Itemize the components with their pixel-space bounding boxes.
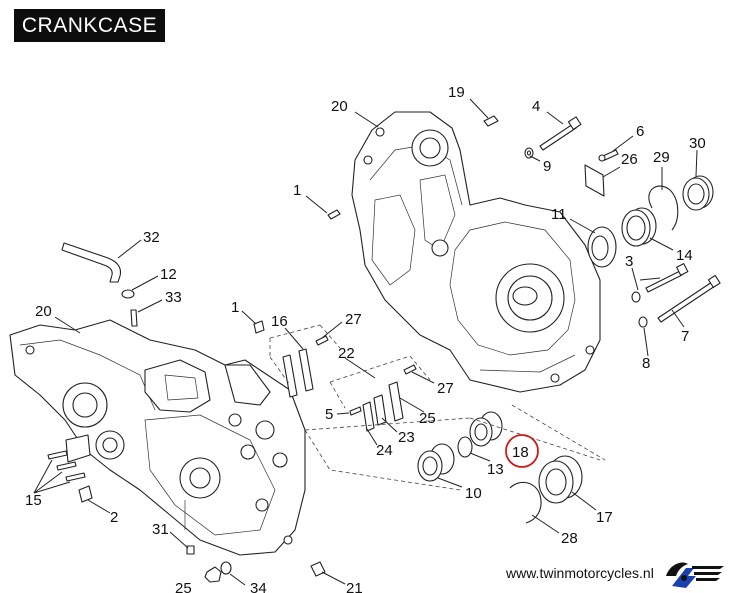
- callout-12: 12: [160, 266, 177, 283]
- part-21-plug: [310, 561, 326, 577]
- part-27-screw-a: [315, 335, 329, 346]
- part-2-plug: [78, 485, 93, 503]
- callout-34: 34: [250, 580, 267, 593]
- callout-18: 18: [512, 444, 529, 461]
- part-28-ring: [509, 481, 542, 524]
- part-12-clamp: [121, 289, 135, 299]
- part-8-washer: [638, 316, 648, 328]
- callout-11: 11: [551, 206, 567, 223]
- part-19-dowel: [483, 115, 499, 127]
- diagram-title: CRANKCASE: [14, 9, 165, 42]
- part-27-screw-b: [403, 364, 417, 375]
- part-10-bushing: [417, 443, 455, 482]
- callout-17: 17: [596, 509, 613, 526]
- part-17-roller-bearing: [538, 455, 583, 504]
- callout-26: 26: [621, 151, 638, 168]
- callout-19: 19: [448, 84, 465, 101]
- part-32-hose: [61, 242, 122, 283]
- leader-lines: [33, 98, 698, 586]
- part-4-bolt: [539, 116, 582, 151]
- callout-1: 1: [293, 182, 301, 199]
- callout-29: 29: [653, 149, 670, 166]
- callout-8: 8: [642, 355, 650, 372]
- part-7-long-bolt: [657, 274, 721, 323]
- part-30-bearing: [682, 175, 714, 211]
- right-crankcase-half: [351, 111, 601, 393]
- part-16-plates: [282, 348, 314, 398]
- assembly-brackets: [269, 324, 606, 491]
- website-link[interactable]: www.twinmotorcycles.nl: [506, 565, 654, 581]
- part-34-washer: [220, 561, 232, 575]
- callout-23: 23: [398, 429, 415, 446]
- part-15-studs: [47, 450, 86, 482]
- part-25-plate: [388, 381, 404, 422]
- part-29-retaining-ring: [648, 185, 679, 231]
- part-9-washer: [524, 147, 534, 159]
- callout-13: 13: [487, 461, 504, 478]
- callout-16: 16: [271, 313, 288, 330]
- part-24-plate: [362, 401, 375, 432]
- callout-27-a: 27: [345, 311, 362, 328]
- part-33-fitting: [130, 309, 138, 327]
- callout-20-left: 20: [35, 303, 52, 320]
- part-13-ring: [457, 436, 473, 458]
- callout-9: 9: [543, 158, 551, 175]
- callout-7: 7: [681, 328, 689, 345]
- part-31-plug: [186, 545, 195, 555]
- part-26-plate: [584, 164, 605, 197]
- callout-2: 2: [110, 509, 118, 526]
- part-14-bearing: [621, 207, 657, 247]
- highlight-circle: [505, 434, 539, 468]
- callout-27-b: 27: [437, 380, 454, 397]
- part-11-seal: [587, 226, 617, 268]
- part-5-screw: [349, 406, 362, 416]
- part-1-dowel-mid: [253, 320, 265, 334]
- callout-22: 22: [338, 345, 355, 362]
- callout-6: 6: [636, 123, 644, 140]
- callout-3: 3: [625, 253, 633, 270]
- callout-14: 14: [676, 247, 693, 264]
- callout-10: 10: [465, 485, 482, 502]
- left-crankcase-half: [9, 319, 306, 556]
- callout-5: 5: [325, 406, 333, 423]
- callout-30: 30: [689, 135, 706, 152]
- callout-4: 4: [532, 98, 540, 115]
- callout-1-mid: 1: [231, 299, 239, 316]
- callout-28: 28: [561, 530, 578, 547]
- callout-labels: 20 19 4 6 30 9 26 29 1 11 14 32 12 3 33 …: [25, 84, 706, 593]
- twin-motorcycles-logo-icon: [666, 562, 724, 588]
- callout-33: 33: [165, 289, 182, 306]
- part-18-needle-bearing: [469, 411, 503, 447]
- part-1-dowel-top: [327, 209, 341, 220]
- callout-21: 21: [346, 580, 363, 593]
- callout-31: 31: [152, 521, 169, 538]
- callout-15: 15: [25, 492, 42, 509]
- callout-32: 32: [143, 229, 160, 246]
- callout-20: 20: [331, 98, 348, 115]
- part-25-nut: [204, 566, 222, 583]
- part-washer-3: [631, 291, 641, 303]
- part-3-bolt: [645, 263, 689, 293]
- callout-24: 24: [376, 442, 393, 459]
- callout-25-a: 25: [419, 410, 436, 427]
- callout-25-b: 25: [175, 580, 192, 593]
- part-6-screw: [598, 149, 619, 162]
